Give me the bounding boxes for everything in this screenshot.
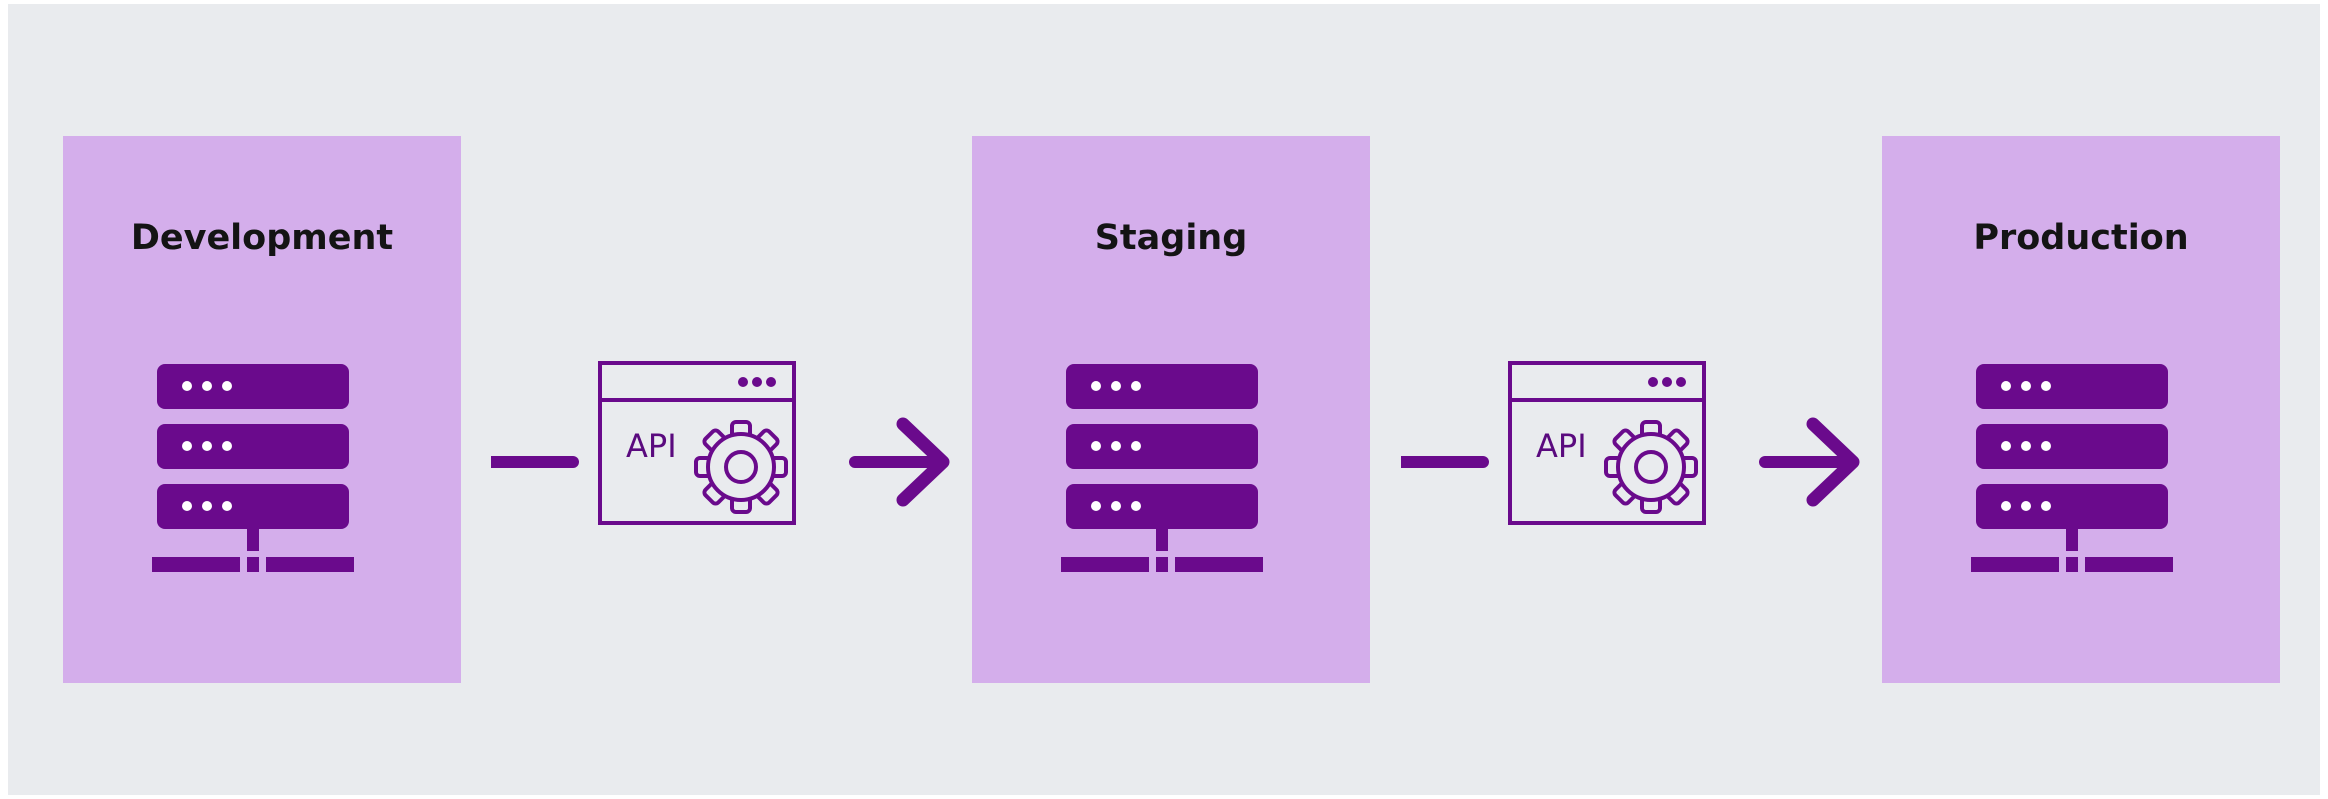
diagram-canvas: Development (8, 4, 2320, 795)
env-title: Staging (1094, 218, 1248, 258)
env-title: Production (1973, 218, 2189, 258)
env-panel-development: Development (63, 136, 461, 683)
api-connector-2: API (1401, 355, 1867, 535)
server-rack-icon (1061, 364, 1263, 572)
api-window-gear-icon (491, 361, 950, 525)
env-panel-production: Production (1882, 136, 2280, 683)
server-rack-icon (152, 364, 354, 572)
api-connector-1: API (491, 355, 957, 535)
env-title: Development (130, 218, 394, 258)
api-label: API (1536, 427, 1587, 465)
arrow-right-icon (849, 417, 950, 507)
arrow-right-icon (1759, 417, 1860, 507)
api-label: API (626, 427, 677, 465)
env-panel-staging: Staging (972, 136, 1370, 683)
server-rack-icon (1971, 364, 2173, 572)
api-window-gear-icon (1401, 361, 1860, 525)
